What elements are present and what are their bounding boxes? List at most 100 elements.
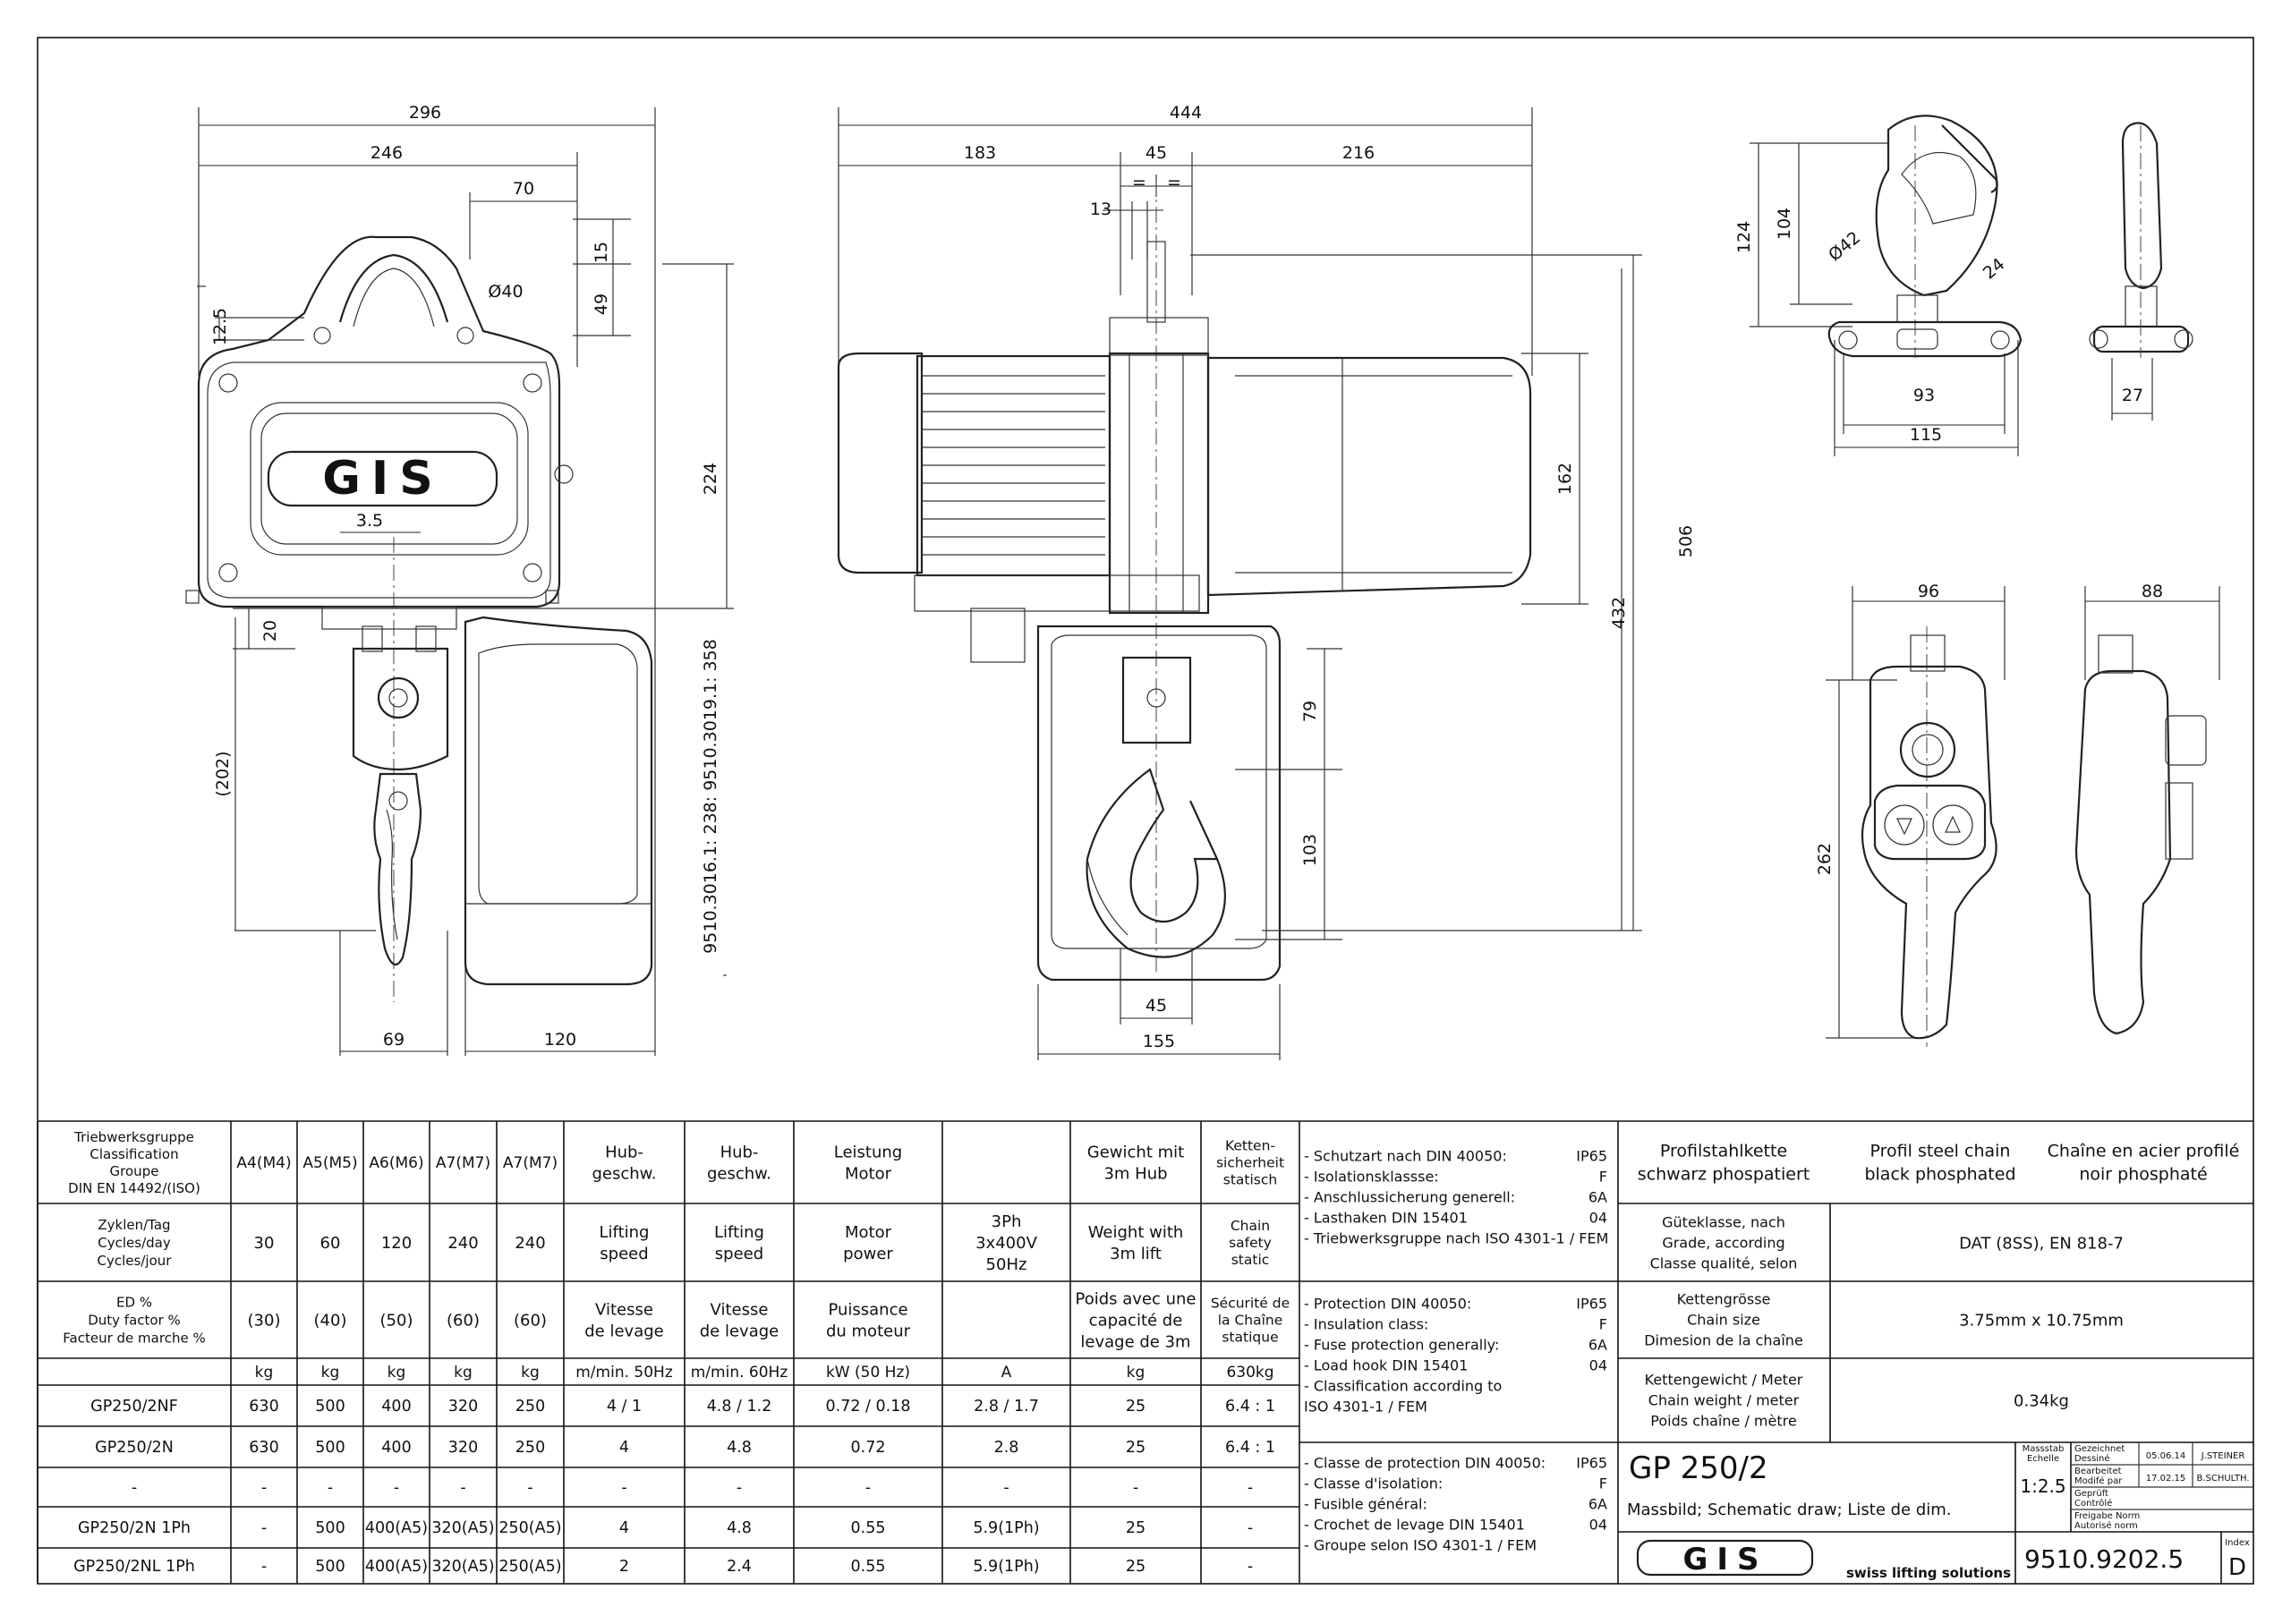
data-cell: 25 bbox=[1126, 1439, 1146, 1457]
ed-0: (30) bbox=[248, 1311, 281, 1330]
desc-top: Hub- bbox=[605, 1143, 643, 1161]
data-cell: 5.9(1Ph) bbox=[973, 1519, 1039, 1537]
dim-124: 124 bbox=[1734, 221, 1754, 253]
note-value: 6A bbox=[1588, 1189, 1607, 1206]
dim-432: 432 bbox=[1609, 597, 1629, 629]
desc-mid: 3m lift bbox=[1110, 1245, 1162, 1263]
chain-label: Poids chaîne / mètre bbox=[1650, 1413, 1796, 1430]
sheet-border bbox=[37, 37, 2254, 1585]
spec-table: TriebwerksgruppeClassificationGroupeDIN … bbox=[37, 1121, 1300, 1584]
chain-value: 0.34kg bbox=[2014, 1391, 2069, 1410]
desc-mid: Weight with bbox=[1088, 1223, 1184, 1242]
chain-label: Dimesion de la chaîne bbox=[1644, 1332, 1803, 1349]
unit-9: kg bbox=[1127, 1364, 1146, 1382]
unit-10: 630kg bbox=[1226, 1364, 1273, 1382]
dim-120: 120 bbox=[544, 1030, 576, 1050]
chain-label: Güteklasse, nach bbox=[1662, 1214, 1785, 1231]
data-cell: 630 bbox=[249, 1398, 278, 1416]
tagline: swiss lifting solutions bbox=[1846, 1565, 2011, 1581]
hook-detail: 124 104 Ø42 24 93 115 27 bbox=[1734, 115, 2193, 456]
group-header: Triebwerksgruppe bbox=[73, 1129, 194, 1145]
data-cell: 5.9(1Ph) bbox=[973, 1558, 1039, 1576]
desc-bot: Vitesse bbox=[595, 1300, 653, 1319]
dim-ref: 9510.3016.1: 238: 9510.3019.1: 358 bbox=[701, 639, 720, 954]
index-value: D bbox=[2228, 1554, 2246, 1581]
data-cell: - bbox=[394, 1479, 399, 1497]
data-cell: - bbox=[737, 1479, 742, 1497]
edited-date: 17.02.15 bbox=[2146, 1474, 2186, 1484]
ed-3: (60) bbox=[447, 1311, 480, 1330]
unit-3: kg bbox=[454, 1364, 473, 1382]
data-cell: 500 bbox=[315, 1558, 345, 1576]
front-logo: GIS bbox=[322, 452, 443, 506]
desc-bot: de levage bbox=[584, 1322, 663, 1340]
unit-2: kg bbox=[388, 1364, 406, 1382]
data-cell: - bbox=[261, 1519, 267, 1537]
desc-mid: power bbox=[843, 1245, 893, 1263]
cycles-header: Cycles/jour bbox=[98, 1253, 173, 1269]
data-cell: 4 bbox=[619, 1439, 629, 1457]
desc-top: statisch bbox=[1223, 1171, 1277, 1187]
desc-bot: capacité de bbox=[1089, 1311, 1183, 1330]
data-cell: 400 bbox=[381, 1439, 411, 1457]
cycles-4: 240 bbox=[515, 1234, 545, 1253]
dim-162: 162 bbox=[1555, 463, 1575, 495]
ed-1: (40) bbox=[314, 1311, 347, 1330]
dim-103: 103 bbox=[1300, 834, 1320, 866]
dim-93: 93 bbox=[1913, 386, 1935, 405]
chain-header-de: schwarz phospatiert bbox=[1638, 1165, 1810, 1185]
desc-top: geschw. bbox=[707, 1164, 771, 1183]
data-cell: 0.72 / 0.18 bbox=[826, 1398, 911, 1416]
unit-0: kg bbox=[255, 1364, 274, 1382]
cycles-1: 60 bbox=[320, 1234, 341, 1253]
note-value: 04 bbox=[1589, 1517, 1607, 1534]
dim-70: 70 bbox=[513, 179, 534, 199]
chain-value: DAT (8SS), EN 818-7 bbox=[1959, 1234, 2124, 1253]
dim-444: 444 bbox=[1170, 103, 1202, 123]
data-cell: 25 bbox=[1126, 1398, 1146, 1416]
drawn-date: 05.06.14 bbox=[2146, 1451, 2186, 1461]
dim-49: 49 bbox=[592, 293, 611, 315]
unit-8: A bbox=[1001, 1364, 1012, 1382]
desc-top: Ketten- bbox=[1225, 1137, 1275, 1153]
pendant-detail: 96 88 262 bbox=[1815, 582, 2220, 1047]
note-text: - Triebwerksgruppe nach ISO 4301-1 / FEM bbox=[1304, 1230, 1608, 1247]
chain-header-fr: Chaîne en acier profilé bbox=[2048, 1142, 2240, 1161]
unit-6: m/min. 60Hz bbox=[691, 1364, 788, 1382]
data-cell: - bbox=[621, 1479, 626, 1497]
note-text: - Crochet de levage DIN 15401 bbox=[1304, 1517, 1525, 1534]
desc-top: Hub- bbox=[720, 1143, 759, 1161]
dim-3-5: 3.5 bbox=[356, 511, 383, 531]
voltage: 3Ph bbox=[992, 1212, 1022, 1231]
chain-header-en: Profil steel chain bbox=[1870, 1142, 2011, 1161]
data-cell: 500 bbox=[315, 1519, 345, 1537]
edited-by: B.SCHULTH. bbox=[2196, 1474, 2249, 1484]
data-cell: 250(A5) bbox=[498, 1558, 561, 1576]
dim-24: 24 bbox=[1980, 254, 2009, 283]
data-cell: 2.8 bbox=[994, 1439, 1019, 1457]
group-header: DIN EN 14492/(ISO) bbox=[68, 1180, 200, 1196]
note-text: - Classe d'isolation: bbox=[1304, 1475, 1443, 1492]
chain-header-fr: noir phosphaté bbox=[2079, 1165, 2207, 1185]
model-name: GP250/2N 1Ph bbox=[78, 1519, 191, 1537]
unit-7: kW (50 Hz) bbox=[826, 1364, 910, 1382]
data-cell: - bbox=[261, 1479, 267, 1497]
note-value: 6A bbox=[1588, 1337, 1607, 1354]
dim-506: 506 bbox=[1676, 525, 1696, 557]
dim-eq2: = bbox=[1167, 173, 1181, 192]
data-cell: 0.72 bbox=[851, 1439, 886, 1457]
data-cell: 6.4 : 1 bbox=[1225, 1398, 1275, 1416]
dim-296: 296 bbox=[409, 103, 441, 123]
data-cell: - bbox=[865, 1479, 871, 1497]
group-header: Classification bbox=[89, 1146, 178, 1162]
data-cell: 400 bbox=[381, 1398, 411, 1416]
cycles-0: 30 bbox=[254, 1234, 275, 1253]
dim-262: 262 bbox=[1815, 843, 1835, 875]
note-value: IP65 bbox=[1576, 1296, 1607, 1313]
data-cell: 400(A5) bbox=[365, 1519, 428, 1537]
